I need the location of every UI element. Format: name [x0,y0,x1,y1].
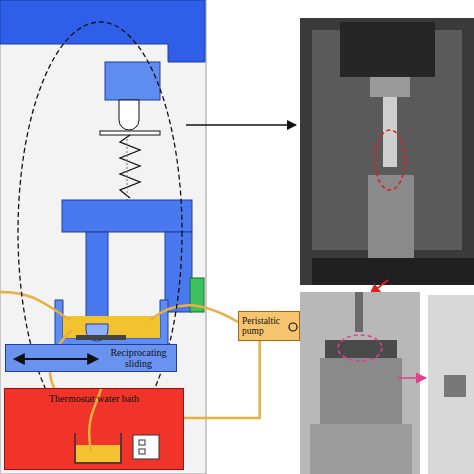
pointer-arrow [370,280,388,294]
panel-ground [0,0,206,474]
tank-walls [55,300,168,346]
photo [300,292,420,474]
photo-base [312,258,474,285]
pump-box: Peristaltic pump [238,311,300,341]
fluid [63,316,160,338]
double-arrow [14,358,98,360]
button [139,440,145,445]
focus-ellipse [18,22,182,442]
photo [428,295,474,474]
rod [86,232,108,324]
bath-box: Thermostat water bath [4,388,184,470]
node-label: Reciprocating sliding [106,347,171,369]
node-label: Thermostat water bath [49,393,139,404]
photo-clamp [370,77,410,97]
photo-load-cell [340,22,435,77]
probe [119,100,139,130]
photo-highlight [375,130,405,190]
photo-cell [320,358,402,424]
photo [300,18,474,285]
spring-axis [127,135,128,200]
crossbar [62,200,192,232]
spring [120,135,140,198]
pointer-arrow [398,377,426,379]
load-frame [0,0,205,62]
button [139,449,145,454]
column [165,232,192,312]
photo-highlight [338,335,382,361]
plate [100,131,160,135]
tube-connector [184,341,260,418]
photo-probe [355,292,363,332]
node-label: Peristaltic pump [242,316,284,337]
beaker [75,433,121,463]
slider-base: Reciprocating sliding [5,344,177,372]
photo-cell [368,175,414,260]
tube [150,305,238,322]
specimen [76,335,126,340]
photo-base [310,424,412,474]
bath-fluid [76,445,120,462]
tube [89,389,101,451]
pointer-arrow [186,124,296,126]
photo-cell-top [325,340,397,358]
pump-symbol [289,323,297,331]
tube [0,292,70,320]
photo-specimen [444,375,466,397]
control-panel [133,435,159,459]
